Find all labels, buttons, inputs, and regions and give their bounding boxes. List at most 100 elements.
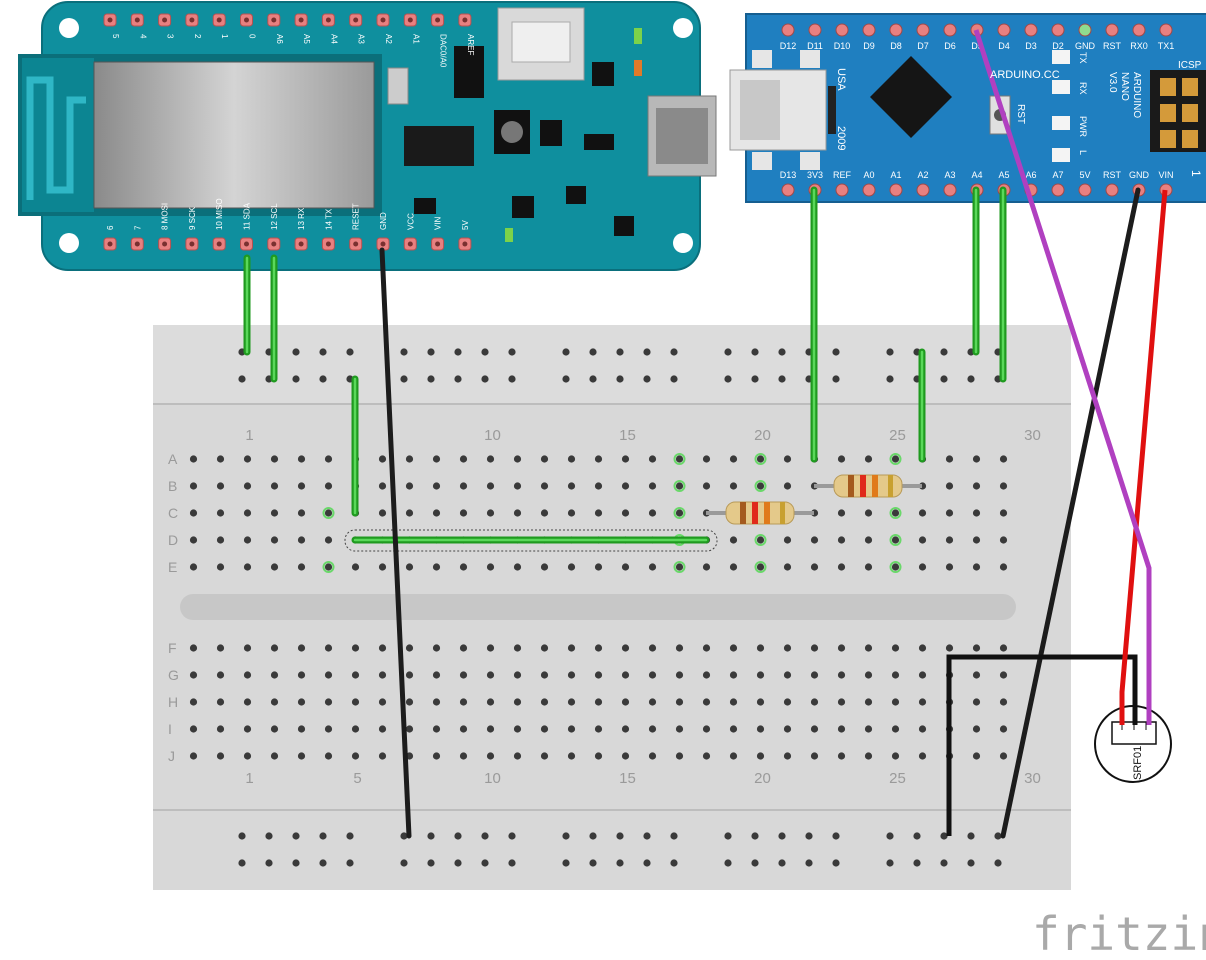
rail-hole xyxy=(481,348,489,356)
breadboard-hole xyxy=(972,509,981,517)
rail-hole xyxy=(724,348,732,356)
nano-pin xyxy=(835,183,849,197)
breadboard-hole xyxy=(837,455,846,463)
rail-hole xyxy=(724,375,732,383)
mkr-top-pin-label: A2 xyxy=(384,34,393,44)
breadboard-hole xyxy=(702,563,711,571)
nano-maker-label: ARDUINO.CC xyxy=(990,69,1060,81)
breadboard-hole xyxy=(675,725,684,733)
breadboard-hole xyxy=(729,455,738,463)
breadboard-hole xyxy=(459,482,468,490)
wire-vin-sensor[interactable] xyxy=(1119,189,1168,725)
breadboard-hole xyxy=(432,752,441,760)
breadboard-hole xyxy=(297,671,306,679)
nano-bottom-pin-label: A3 xyxy=(944,170,955,180)
breadboard-hole xyxy=(621,509,630,517)
breadboard-hole xyxy=(486,482,495,490)
nano-pin xyxy=(943,23,957,37)
nano-usa-label: USA xyxy=(835,68,847,91)
row-letter: H xyxy=(168,694,178,710)
row-letter: F xyxy=(168,640,177,656)
breadboard-hole xyxy=(810,644,819,652)
breadboard-hole xyxy=(756,698,765,706)
nano-pin xyxy=(1078,183,1092,197)
breadboard-hole xyxy=(756,725,765,733)
wire-d5-sensor[interactable] xyxy=(973,29,1152,725)
wire-gnd-mkr[interactable] xyxy=(379,247,412,839)
nano-pin xyxy=(808,23,822,37)
icsp-pin xyxy=(1160,78,1176,96)
rail-hole xyxy=(589,859,597,867)
breadboard-hole xyxy=(783,644,792,652)
selection-outline xyxy=(344,529,718,552)
nano-top-pin-label: D10 xyxy=(834,41,851,51)
column-number: 30 xyxy=(1024,770,1041,787)
column-number: 15 xyxy=(619,427,636,444)
breadboard-hole xyxy=(432,455,441,463)
breadboard-hole xyxy=(621,698,630,706)
breadboard-hole xyxy=(243,509,252,517)
nano-top-pin-label: TX1 xyxy=(1158,41,1175,51)
breadboard-hole xyxy=(270,482,279,490)
breadboard-hole xyxy=(189,455,198,463)
breadboard-hole xyxy=(999,455,1008,463)
breadboard-hole xyxy=(513,698,522,706)
rail-hole xyxy=(832,348,840,356)
breadboard-hole xyxy=(270,509,279,517)
nano-pin xyxy=(1051,23,1065,37)
breadboard-hole xyxy=(999,563,1008,571)
rail-hole xyxy=(427,832,435,840)
breadboard-hole xyxy=(783,482,792,490)
breadboard-hole xyxy=(594,482,603,490)
breadboard-hole xyxy=(702,752,711,760)
breadboard-hole xyxy=(567,482,576,490)
wire-gnd-nano[interactable] xyxy=(1000,187,1141,839)
rail-hole xyxy=(427,375,435,383)
breadboard-hole xyxy=(864,752,873,760)
chip xyxy=(584,134,614,150)
breadboard-hole xyxy=(324,536,333,544)
mkr-top-pin-label: 4 xyxy=(138,34,147,39)
rail-hole xyxy=(724,859,732,867)
wire-gnd-sensor[interactable] xyxy=(946,654,1138,836)
rail-hole xyxy=(319,832,327,840)
rail-hole xyxy=(913,832,921,840)
breadboard-hole xyxy=(270,725,279,733)
row-letter: I xyxy=(168,721,172,737)
rail-hole xyxy=(832,832,840,840)
breadboard-hole xyxy=(324,644,333,652)
breadboard-hole xyxy=(648,752,657,760)
nano-model-label: NANO xyxy=(1119,72,1130,101)
breadboard-hole xyxy=(702,698,711,706)
breadboard-hole xyxy=(486,563,495,571)
rail-hole xyxy=(643,859,651,867)
breadboard-hole xyxy=(891,752,900,760)
breadboard-hole xyxy=(918,509,927,517)
rail-hole xyxy=(346,832,354,840)
breadboard-hole xyxy=(243,482,252,490)
breadboard-hole xyxy=(864,644,873,652)
breadboard-hole xyxy=(351,671,360,679)
breadboard-hole xyxy=(702,482,711,490)
nano-bottom-pin-label: GND xyxy=(1129,170,1150,180)
breadboard-hole xyxy=(729,671,738,679)
mkr-bottom-pin-label: 6 xyxy=(106,225,115,230)
breadboard-hole xyxy=(270,563,279,571)
breadboard-hole xyxy=(621,482,630,490)
breadboard-hole xyxy=(675,482,684,490)
breadboard-hole xyxy=(297,536,306,544)
breadboard-hole xyxy=(972,725,981,733)
breadboard-hole xyxy=(486,455,495,463)
breadboard-hole xyxy=(216,725,225,733)
breadboard-hole xyxy=(270,455,279,463)
breadboard-hole xyxy=(837,671,846,679)
mkr-bottom-pin-label: 13 RX xyxy=(297,207,306,230)
rail-hole xyxy=(508,348,516,356)
nano-pin xyxy=(835,23,849,37)
antenna-trace xyxy=(26,76,86,200)
chip xyxy=(592,62,614,86)
breadboard-hole xyxy=(243,644,252,652)
breadboard-hole xyxy=(783,752,792,760)
breadboard-hole xyxy=(702,644,711,652)
